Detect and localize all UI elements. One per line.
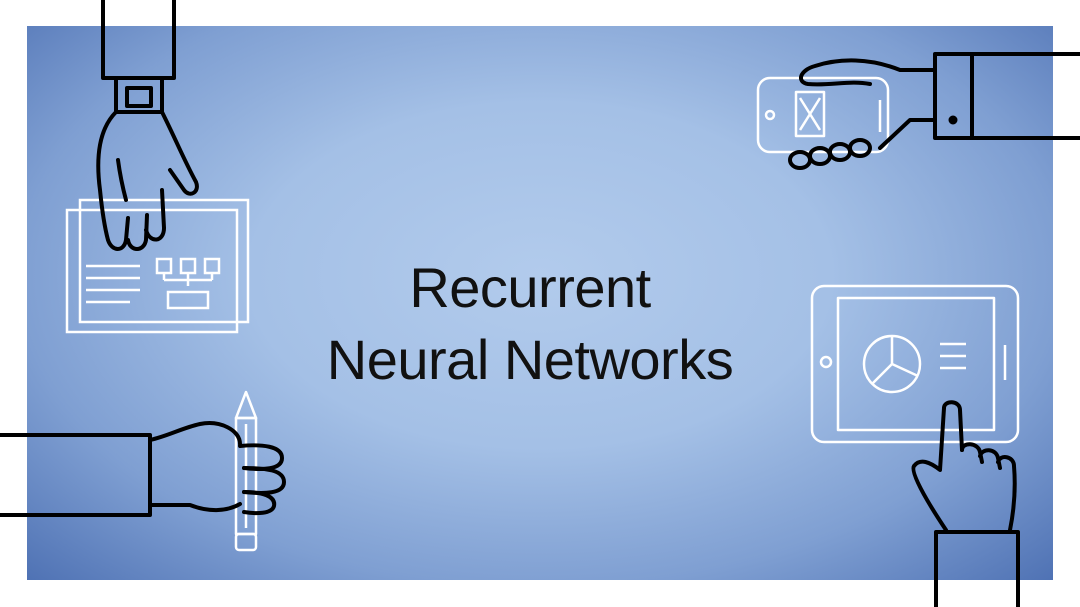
hand-pressing-document-icon — [65, 0, 250, 334]
hand-holding-phone-icon — [756, 52, 1080, 170]
hand-holding-pencil-icon — [0, 390, 286, 552]
slide-title: Recurrent Neural Networks — [200, 252, 860, 396]
hand-tapping-tablet-icon — [810, 284, 1020, 607]
slide-title-line-1: Recurrent — [409, 256, 651, 319]
slide-title-line-2: Neural Networks — [326, 328, 734, 391]
slide-background — [27, 26, 1053, 580]
